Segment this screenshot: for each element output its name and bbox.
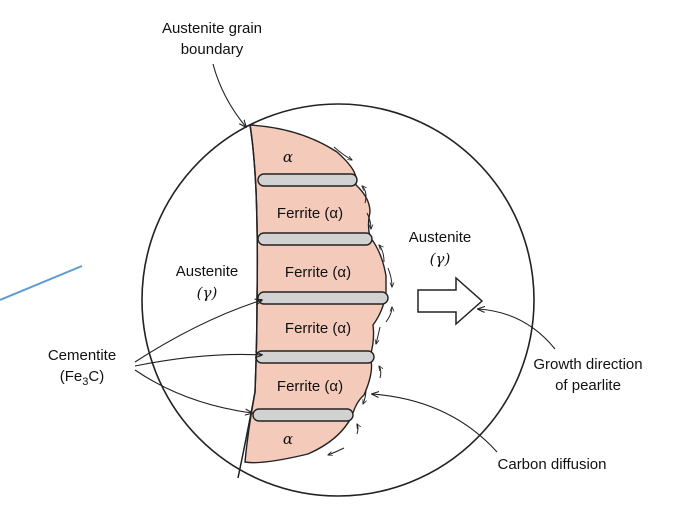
alpha-top-label: α — [283, 148, 293, 166]
alpha-bottom-label: α — [283, 430, 293, 448]
cementite-label-line1: Cementite — [48, 347, 116, 364]
austenite-left-symbol: (γ) — [197, 284, 218, 302]
cementite-lamella — [257, 173, 358, 187]
carbon-diffusion-label: Carbon diffusion — [498, 456, 607, 473]
microstructure-circle — [141, 103, 535, 497]
cementite-leader-2 — [134, 354, 262, 367]
ferrite-label-3: Ferrite (α) — [285, 320, 351, 337]
grain-boundary-label-line1: Austenite grain — [162, 20, 262, 37]
carbon-diffusion-leader — [372, 394, 498, 453]
cementite-lamella — [257, 232, 373, 246]
cementite-label-line2: (Fe3C) — [60, 368, 104, 388]
stray-blue-line — [0, 265, 83, 301]
austenite-left-label: Austenite — [176, 263, 239, 280]
cementite-lamella — [255, 350, 375, 364]
austenite-right-label: Austenite — [409, 229, 472, 246]
cementite-leader-1 — [134, 300, 262, 363]
ferrite-label-1: Ferrite (α) — [277, 205, 343, 222]
growth-direction-arrow — [417, 276, 484, 326]
cementite-lamella — [252, 408, 354, 422]
cementite-lamella — [257, 291, 389, 305]
grain-boundary-label-line2: boundary — [181, 41, 244, 58]
ferrite-label-2: Ferrite (α) — [285, 264, 351, 281]
growth-direction-label-line1: Growth direction — [533, 356, 642, 373]
carbon-diffusion-arrows — [328, 146, 392, 455]
ferrite-label-4: Ferrite (α) — [277, 378, 343, 395]
austenite-right-symbol: (γ) — [430, 250, 451, 268]
cementite-leader-3 — [134, 369, 252, 413]
pearlite-colony — [244, 124, 389, 464]
growth-direction-label-line2: of pearlite — [555, 377, 621, 394]
growth-direction-leader — [478, 309, 556, 350]
grain-boundary-leader — [212, 63, 246, 127]
